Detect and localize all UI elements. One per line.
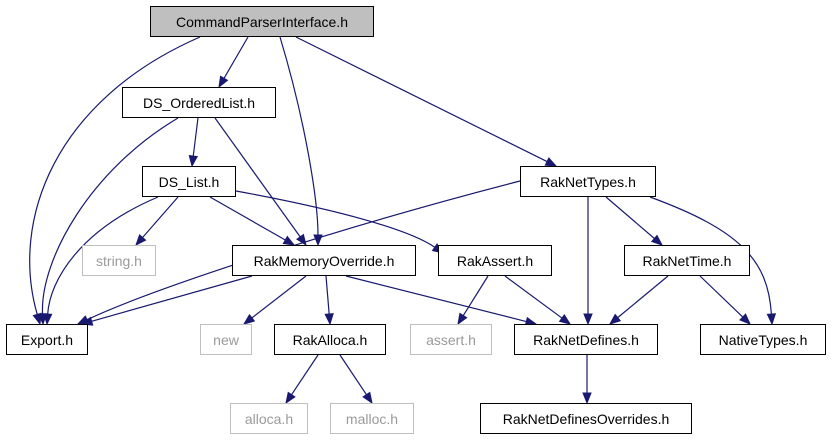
edge-ds_list-to-rakmemoryoverride — [209, 196, 296, 246]
node-raknettypes[interactable]: RakNetTypes.h — [520, 166, 656, 197]
edge-commandparserinterface-to-raknettypes — [295, 36, 558, 167]
edge-rakmemoryoverride-to-export — [80, 275, 253, 326]
node-ds-orderedlist[interactable]: DS_OrderedList.h — [122, 87, 276, 118]
edge-rakmemoryoverride-to-new — [242, 275, 307, 325]
edge-rakmemoryoverride-to-rakalloca — [324, 275, 334, 326]
edge-commandparserinterface-to-rakmemoryoverride — [279, 36, 323, 247]
node-raknetdefinesoverrides[interactable]: RakNetDefinesOverrides.h — [480, 403, 692, 434]
node-commandparserinterface[interactable]: CommandParserInterface.h — [150, 6, 374, 37]
edge-raknetdefines-to-raknetdefinesoverrides — [582, 355, 592, 405]
edge-raknettypes-to-raknetdefines — [583, 197, 593, 326]
edge-raknettime-to-nativetypes — [699, 275, 751, 325]
node-rakmemoryoverride[interactable]: RakMemoryOverride.h — [232, 245, 416, 276]
node-alloca: alloca.h — [230, 403, 308, 434]
node-raknetdefines[interactable]: RakNetDefines.h — [514, 324, 658, 355]
node-new: new — [200, 324, 252, 355]
node-string: string.h — [82, 245, 156, 276]
node-raknettime[interactable]: RakNetTime.h — [624, 245, 750, 276]
edge-rakassert-to-assert — [457, 275, 489, 326]
node-export[interactable]: Export.h — [6, 324, 88, 355]
node-assert: assert.h — [410, 324, 492, 355]
node-rakalloca[interactable]: RakAlloca.h — [274, 324, 386, 355]
edge-raknettime-to-raknetdefines — [608, 275, 669, 325]
node-nativetypes[interactable]: NativeTypes.h — [700, 324, 826, 355]
node-rakassert[interactable]: RakAssert.h — [438, 245, 552, 276]
edge-ds_list-to-rakassert — [235, 190, 445, 254]
edge-rakmemoryoverride-to-raknetdefines — [345, 275, 538, 327]
edge-ds_list-to-string — [135, 196, 179, 247]
edge-ds_orderedlist-to-ds_list — [188, 117, 199, 168]
edge-rakalloca-to-alloca — [285, 354, 319, 405]
node-ds-list[interactable]: DS_List.h — [142, 166, 236, 197]
edge-raknettypes-to-raknettime — [605, 196, 664, 246]
edge-rakassert-to-raknetdefines — [504, 275, 572, 325]
edge-ds_list-to-export — [42, 196, 159, 326]
edge-rakalloca-to-malloc — [339, 354, 373, 405]
node-malloc: malloc.h — [330, 403, 414, 434]
edge-commandparserinterface-to-ds_orderedlist — [218, 36, 249, 89]
